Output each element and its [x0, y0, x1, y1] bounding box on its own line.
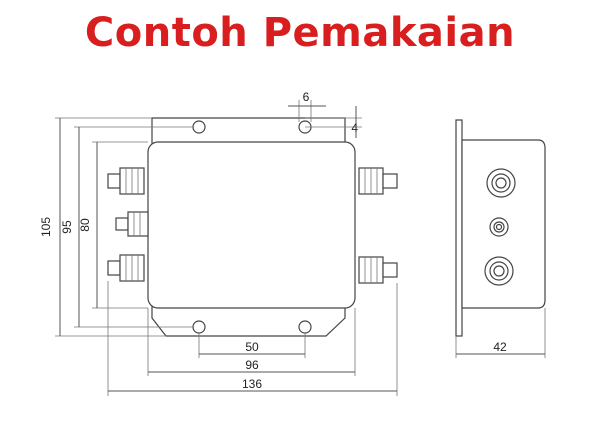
dimension-label-4: 4: [351, 121, 358, 135]
terminal-left-top: [107, 167, 145, 195]
dimension-side-depth: 42: [455, 308, 546, 358]
dimension-hole-spacing: 50: [198, 333, 306, 358]
dimension-label-95: 95: [60, 220, 74, 234]
mounting-hole-top-left: [192, 120, 206, 134]
dimension-label-96: 96: [245, 358, 259, 372]
dimension-hole-offset: 4: [305, 106, 362, 138]
mounting-hole-bottom-right: [298, 320, 312, 334]
front-view: [107, 117, 398, 337]
dimension-height-body: 80: [78, 141, 148, 309]
dimension-label-136: 136: [242, 377, 262, 391]
terminal-right-bottom: [358, 256, 398, 284]
terminal-right-top: [358, 167, 398, 195]
dimension-label-50: 50: [245, 340, 259, 354]
dimension-label-105: 105: [39, 217, 53, 237]
side-terminal-bottom: [484, 256, 514, 286]
dimension-label-80: 80: [78, 218, 92, 232]
dimension-height-overall: 105: [39, 117, 166, 337]
side-terminal-ground: [489, 217, 509, 237]
filter-housing: [147, 141, 356, 309]
dimension-label-42: 42: [493, 340, 507, 354]
dimension-body-width: 96: [147, 308, 356, 376]
dimension-hole-diameter: 6: [288, 90, 326, 122]
mounting-hole-bottom-left: [192, 320, 206, 334]
dimension-height-mid: 95: [60, 126, 193, 328]
dimension-overall-width: 136: [107, 281, 398, 396]
terminal-left-ground: [115, 211, 149, 237]
side-view: [455, 119, 546, 337]
side-flange: [455, 119, 463, 337]
dimension-label-6: 6: [303, 90, 310, 104]
terminal-left-bottom: [107, 254, 145, 282]
side-terminal-top: [486, 168, 516, 198]
page-title: Contoh Pemakaian: [84, 10, 516, 56]
